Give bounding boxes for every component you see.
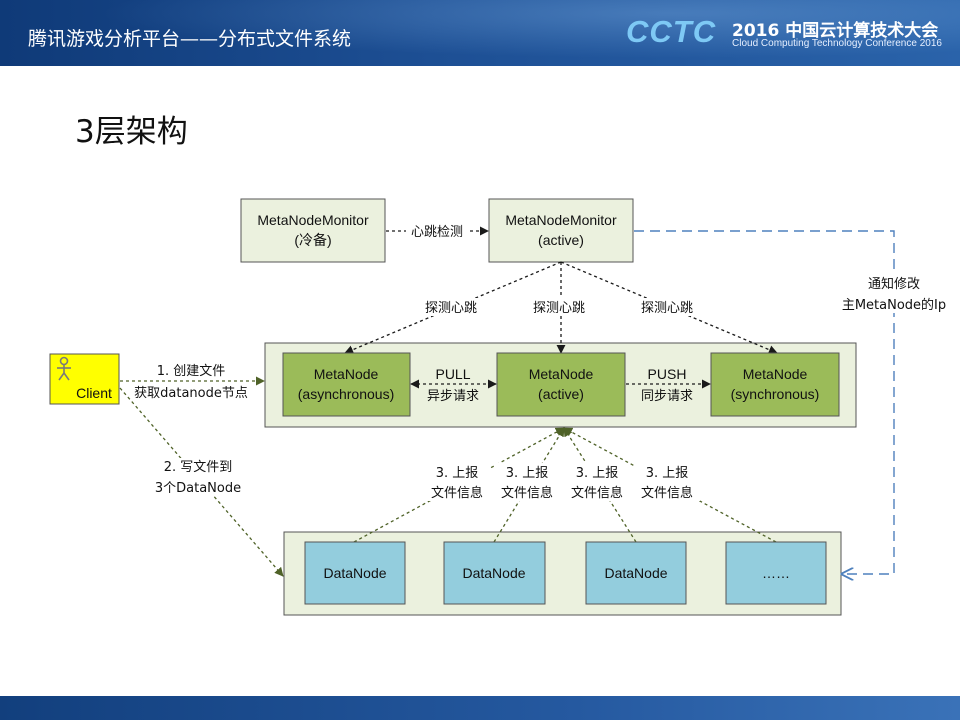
push-label: PUSH — [648, 366, 687, 382]
report-label-4-line1: 3. 上报 — [646, 466, 689, 481]
report-label-1-line2: 文件信息 — [431, 485, 483, 501]
datanode-1: DataNode — [304, 541, 406, 605]
monitor-cold-line1: MetaNodeMonitor — [257, 212, 369, 228]
datanode-1-label: DataNode — [323, 565, 386, 581]
pull-label: PULL — [435, 366, 470, 382]
monitor-active-node: MetaNodeMonitor (active) — [488, 198, 634, 263]
step1-line1: 1. 创建文件 — [157, 364, 226, 379]
cctc-logo: CCTC 2016 中国云计算技术大会 Cloud Computing Tech… — [626, 14, 946, 54]
step2-line1: 2. 写文件到 — [164, 460, 233, 475]
client-node: Client — [49, 353, 120, 405]
logo-mark: CCTC — [626, 14, 717, 49]
notify-label-line1: 通知修改 — [868, 276, 920, 292]
header-title: 腾讯游戏分析平台——分布式文件系统 — [28, 28, 352, 50]
monitor-active-line2: (active) — [538, 232, 584, 248]
metanode-active: MetaNode (active) — [496, 352, 626, 417]
client-label: Client — [76, 385, 112, 401]
step1-line2: 获取datanode节点 — [134, 386, 248, 401]
report-label-4-line2: 文件信息 — [641, 485, 693, 501]
step2-line2: 3个DataNode — [155, 481, 241, 496]
footer-bar — [0, 696, 960, 720]
metanode-async-line1: MetaNode — [314, 366, 379, 382]
logo-conference-name: 2016 中国云计算技术大会 — [732, 21, 939, 41]
slide-title: 3层架构 — [75, 114, 188, 150]
report-label-2-line2: 文件信息 — [501, 485, 553, 501]
heartbeat-check-label: 心跳检测 — [411, 225, 463, 240]
metanode-sync-line1: MetaNode — [743, 366, 808, 382]
metanode-sync-line2: (synchronous) — [731, 386, 820, 402]
datanode-2-label: DataNode — [462, 565, 525, 581]
datanode-2: DataNode — [443, 541, 546, 605]
report-label-1-line1: 3. 上报 — [436, 466, 479, 481]
datanode-more: …… — [725, 541, 827, 605]
client-user-icon — [57, 356, 71, 381]
metanode-async-line2: (asynchronous) — [298, 386, 395, 402]
header-sheen — [0, 0, 960, 66]
metanode-active-line2: (active) — [538, 386, 584, 402]
logo-conference-english: Cloud Computing Technology Conference 20… — [732, 38, 942, 49]
metanode-sync: MetaNode (synchronous) — [710, 352, 840, 417]
probe-label-center: 探测心跳 — [533, 301, 585, 316]
datanode-more-label: …… — [762, 565, 790, 581]
report-label-2-line1: 3. 上报 — [506, 466, 549, 481]
report-label-3-line1: 3. 上报 — [576, 466, 619, 481]
monitor-cold-line2: (冷备) — [294, 232, 331, 248]
datanode-3: DataNode — [585, 541, 687, 605]
pull-sublabel: 异步请求 — [427, 389, 479, 404]
probe-label-left: 探测心跳 — [425, 301, 477, 316]
push-sublabel: 同步请求 — [641, 389, 693, 404]
metanode-async: MetaNode (asynchronous) — [282, 352, 411, 417]
notify-ip-route — [634, 230, 895, 574]
monitor-cold-node: MetaNodeMonitor (冷备) — [240, 198, 386, 263]
report-label-3-line2: 文件信息 — [571, 485, 623, 501]
metanode-active-line1: MetaNode — [529, 366, 594, 382]
datanode-3-label: DataNode — [604, 565, 667, 581]
probe-label-right: 探测心跳 — [641, 301, 693, 316]
notify-label-line2: 主MetaNode的Ip — [842, 297, 946, 313]
report-arrow-1 — [353, 427, 565, 543]
header-bar: 腾讯游戏分析平台——分布式文件系统 CCTC 2016 中国云计算技术大会 Cl… — [0, 0, 960, 66]
monitor-active-line1: MetaNodeMonitor — [505, 212, 617, 228]
